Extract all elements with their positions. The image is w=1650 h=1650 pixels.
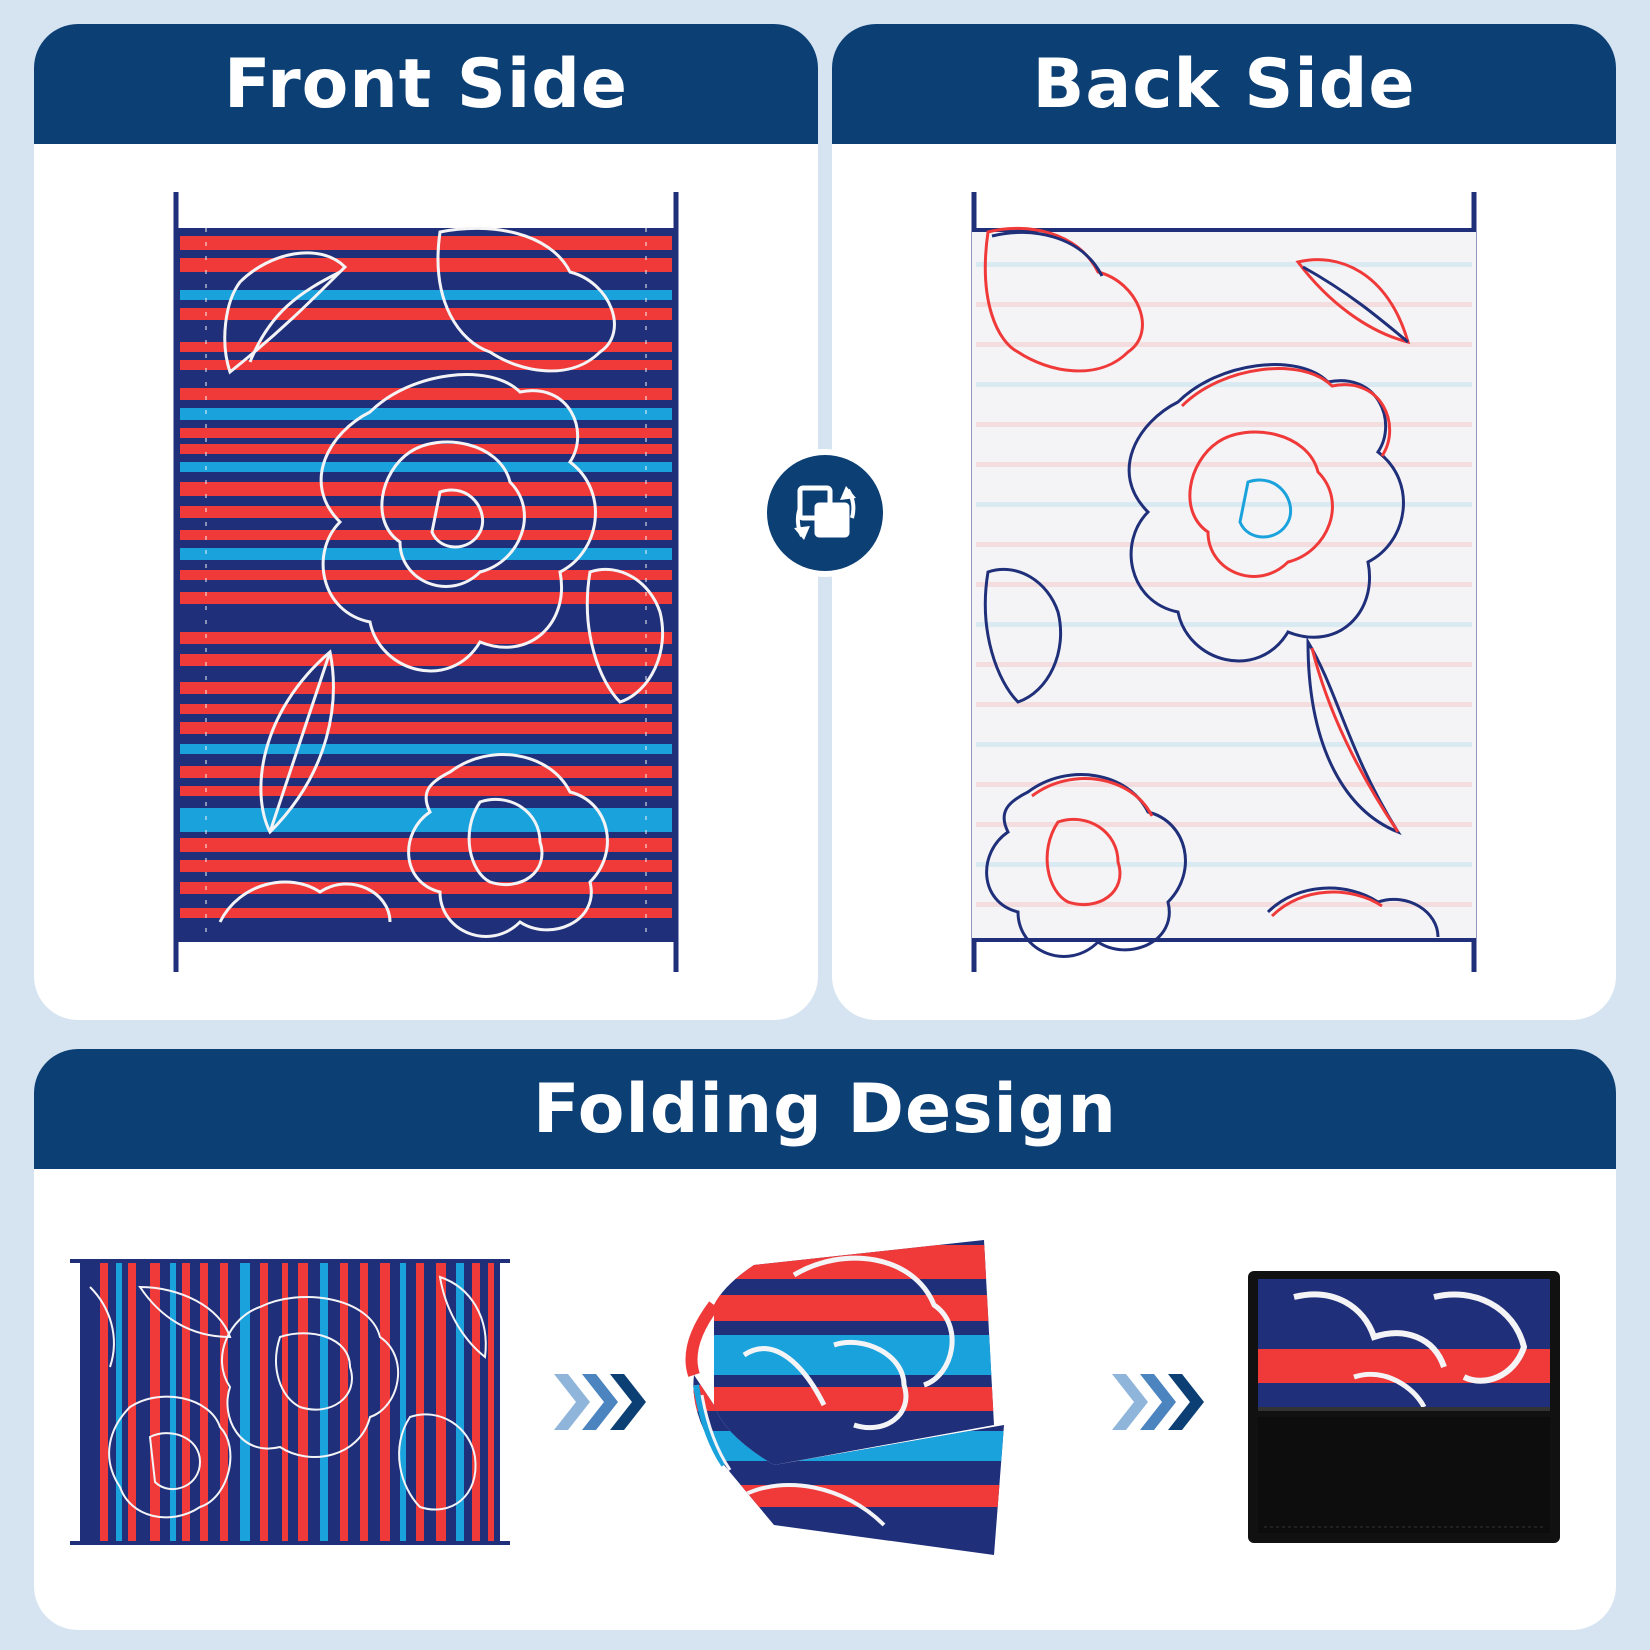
front-side-header: Front Side <box>34 24 818 144</box>
folding-design-title: Folding Design <box>533 1069 1117 1149</box>
chevron-right-icon <box>554 1362 650 1446</box>
back-side-mat-image <box>968 192 1480 972</box>
front-side-title: Front Side <box>223 44 629 124</box>
flip-icon <box>760 448 890 578</box>
back-side-title: Back Side <box>1032 44 1416 124</box>
folded-mat-image <box>684 1235 1014 1565</box>
storage-bag-image <box>1244 1267 1564 1547</box>
back-side-panel: Back Side <box>832 24 1616 1020</box>
front-side-panel: Front Side <box>34 24 818 1020</box>
back-side-header: Back Side <box>832 24 1616 144</box>
chevron-right-icon <box>1112 1362 1208 1446</box>
front-side-mat-image <box>170 192 682 972</box>
folding-design-panel: Folding Design <box>34 1049 1616 1630</box>
folding-design-header: Folding Design <box>34 1049 1616 1169</box>
unfolded-mat-image <box>70 1257 510 1547</box>
